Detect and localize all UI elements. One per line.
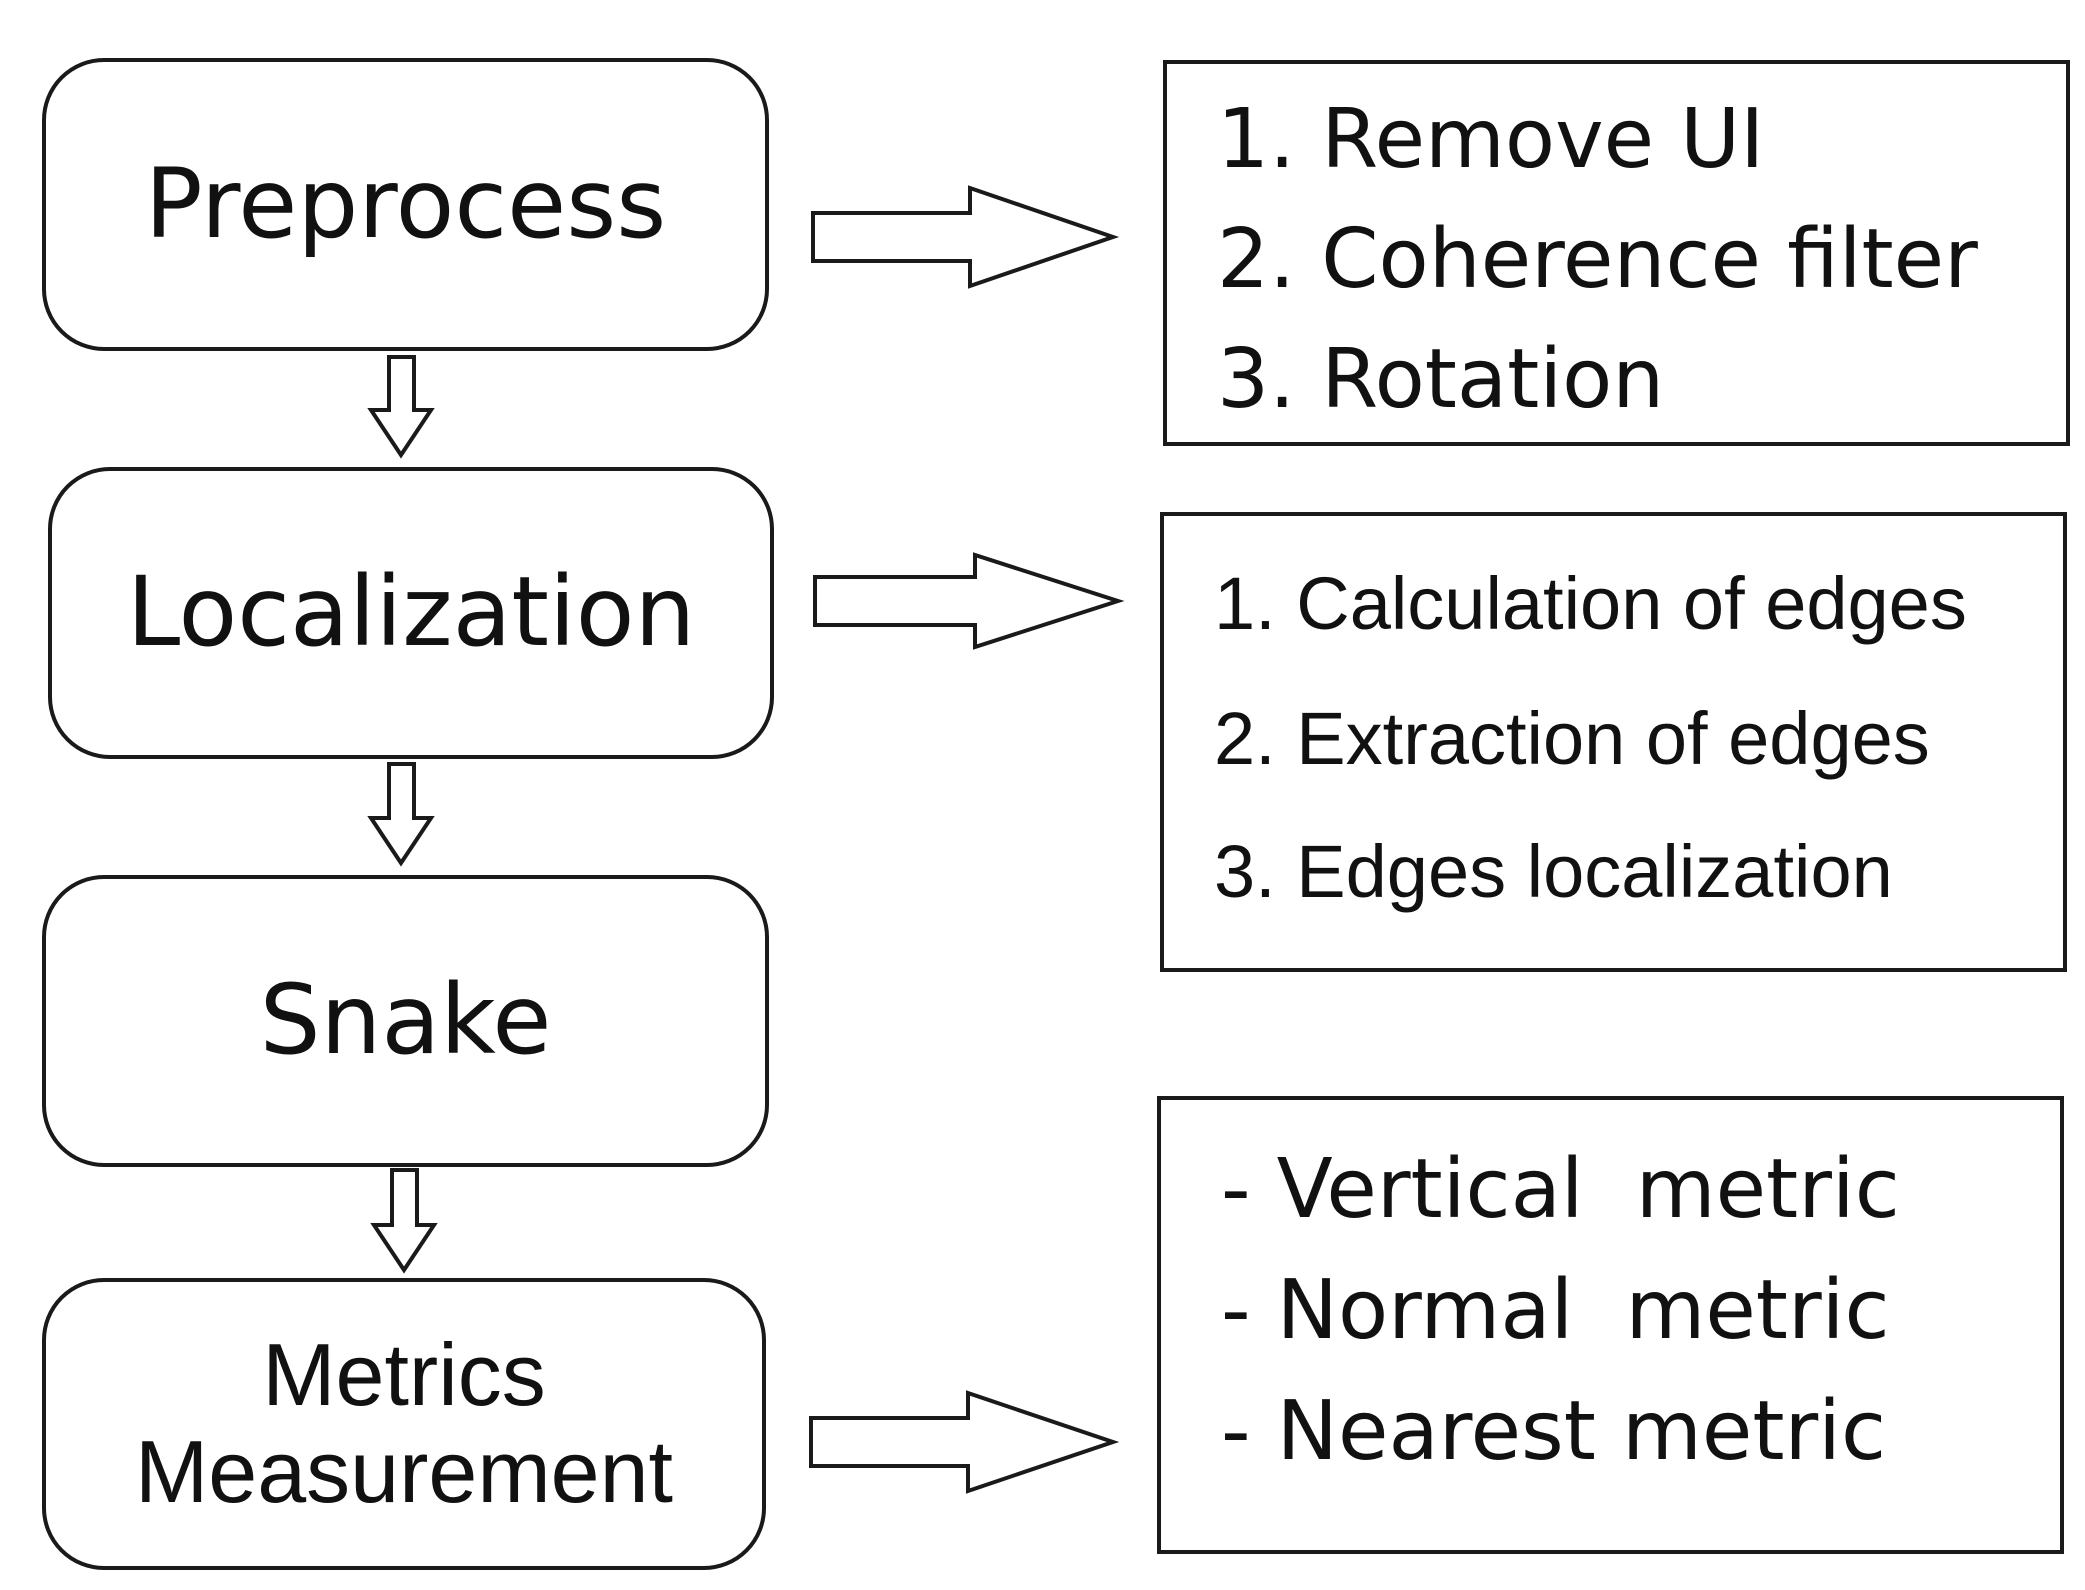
preprocess-details: 1. Remove UI 2. Coherence filter 3. Rota… [1163,60,2070,446]
list-item: 2. Extraction of edges [1214,697,1930,780]
list-item: - Nearest metric [1221,1384,1887,1479]
localization-details: 1. Calculation of edges 2. Extraction of… [1160,512,2067,972]
step-label-line-2: Measurement [134,1422,673,1521]
localization-step: Localization [48,467,774,759]
arrow-right-icon [811,185,1120,289]
step-label: Snake [259,964,552,1077]
list-item: 1. Calculation of edges [1214,562,1967,645]
step-label: Localization [126,556,696,669]
metrics-details: - Vertical metric - Normal metric - Near… [1157,1096,2064,1554]
step-label-line-1: Metrics [262,1325,546,1425]
arrow-down-icon [367,355,435,459]
list-item: - Vertical metric [1221,1142,1900,1237]
step-label: Preprocess [144,147,667,260]
list-item: 2. Coherence filter [1217,212,1978,307]
arrow-right-icon [813,552,1125,650]
arrow-right-icon [809,1390,1120,1494]
list-item: 3. Edges localization [1214,830,1893,913]
preprocess-step: Preprocess [42,58,769,351]
snake-step: Snake [42,875,769,1167]
arrow-down-icon [367,762,435,867]
list-item: 1. Remove UI [1217,92,1765,187]
list-item: 3. Rotation [1217,332,1665,427]
metrics-measurement-step: Metrics Measurement [42,1278,766,1570]
arrow-down-icon [370,1168,438,1274]
list-item: - Normal metric [1221,1263,1890,1358]
